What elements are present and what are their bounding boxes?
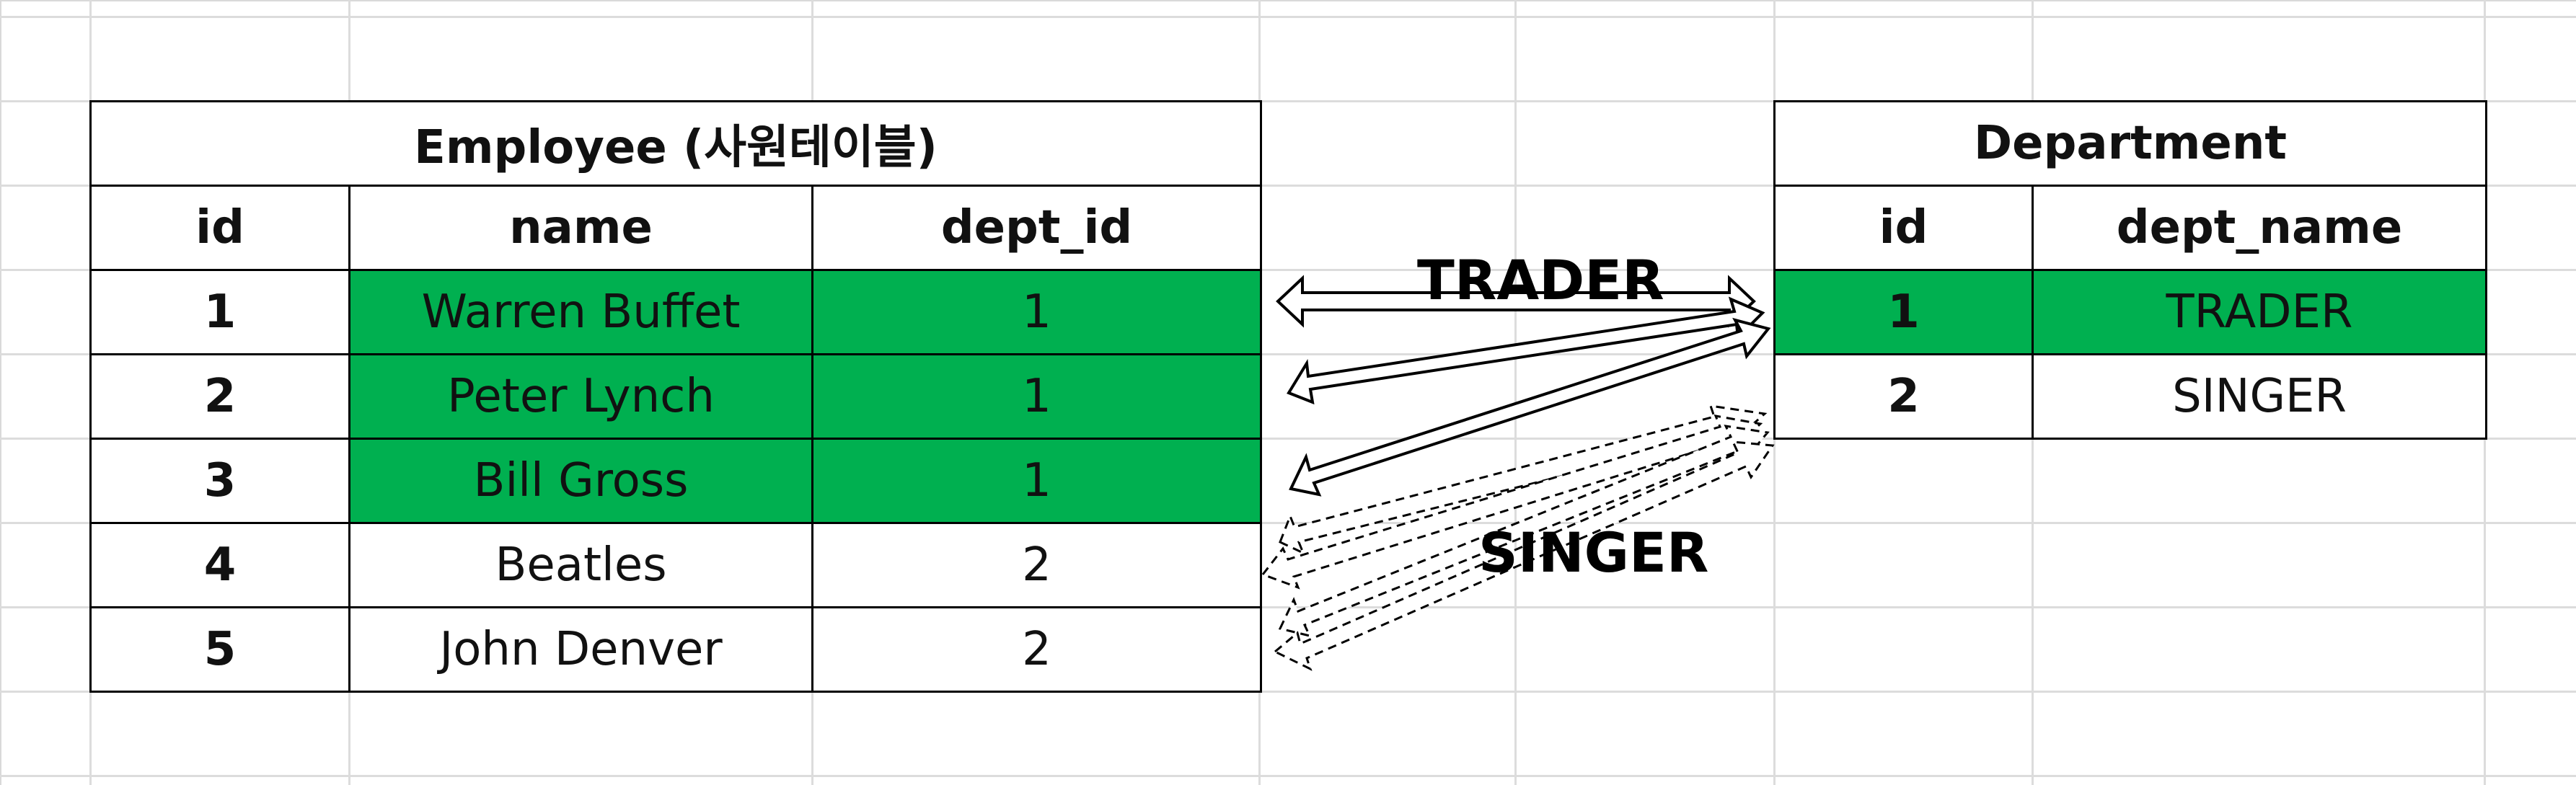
department-header-row: id dept_name (1773, 185, 2487, 271)
column-header-id: id (89, 185, 350, 271)
dashed-double-arrow-icon (1273, 440, 1775, 671)
employee-id-cell: 1 (89, 269, 350, 355)
employee-dept-id-cell: 1 (811, 353, 1263, 440)
employee-name-cell: Warren Buffet (348, 269, 813, 355)
double-arrow-icon (1289, 317, 1771, 497)
department-table: Department id dept_name 1 TRADER 2 SINGE… (1773, 100, 2487, 440)
department-name-cell: SINGER (2032, 353, 2487, 440)
table-row: 5 John Denver 2 (89, 606, 1263, 693)
employee-table-title: Employee (사원테이블) (89, 100, 1263, 187)
dashed-double-arrow-icon (1261, 414, 1763, 590)
double-arrow-icon (1276, 275, 1756, 328)
department-id-cell: 1 (1773, 269, 2034, 355)
employee-name-cell: Bill Gross (348, 438, 813, 524)
table-row: 2 SINGER (1773, 353, 2487, 440)
employee-name-cell: Beatles (348, 522, 813, 608)
employee-id-cell: 5 (89, 606, 350, 693)
department-name-cell: TRADER (2032, 269, 2487, 355)
table-row: 1 Warren Buffet 1 (89, 269, 1263, 355)
employee-name-cell: Peter Lynch (348, 353, 813, 440)
table-row: 4 Beatles 2 (89, 522, 1263, 608)
employee-name-cell: John Denver (348, 606, 813, 693)
table-row: 1 TRADER (1773, 269, 2487, 355)
employee-table: Employee (사원테이블) id name dept_id 1 Warre… (89, 100, 1263, 693)
employee-dept-id-cell: 1 (811, 438, 1263, 524)
dashed-double-arrow-icon (1278, 425, 1770, 638)
table-row: 3 Bill Gross 1 (89, 438, 1263, 524)
table-row: 2 Peter Lynch 1 (89, 353, 1263, 440)
employee-dept-id-cell: 1 (811, 269, 1263, 355)
double-arrow-icon (1287, 296, 1765, 405)
employee-id-cell: 4 (89, 522, 350, 608)
column-header-dept-name: dept_name (2032, 185, 2487, 271)
trader-relation-label: TRADER (1417, 248, 1664, 312)
employee-id-cell: 2 (89, 353, 350, 440)
employee-dept-id-cell: 2 (811, 606, 1263, 693)
column-header-id: id (1773, 185, 2034, 271)
singer-relation-label: SINGER (1478, 520, 1709, 585)
dashed-double-arrow-icon (1279, 404, 1768, 555)
column-header-name: name (348, 185, 813, 271)
department-id-cell: 2 (1773, 353, 2034, 440)
employee-dept-id-cell: 2 (811, 522, 1263, 608)
employee-header-row: id name dept_id (89, 185, 1263, 271)
column-header-dept-id: dept_id (811, 185, 1263, 271)
employee-id-cell: 3 (89, 438, 350, 524)
department-table-title: Department (1773, 100, 2487, 187)
